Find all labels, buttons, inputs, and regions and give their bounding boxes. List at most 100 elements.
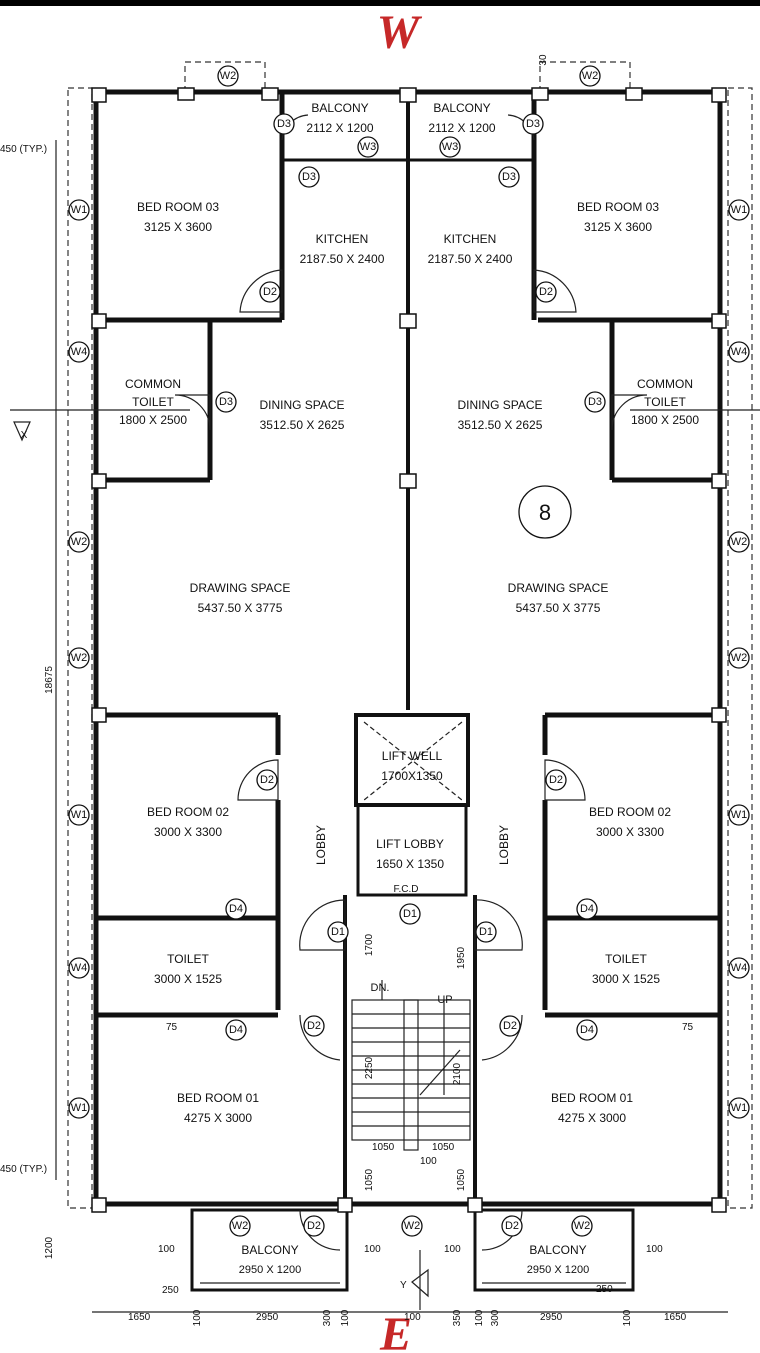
dim-1050-b: 1050 [432, 1142, 455, 1153]
tag-w4: W4 [728, 957, 750, 979]
svg-text:D4: D4 [229, 1024, 243, 1036]
tag-d4: D4 [576, 1019, 598, 1041]
room-bed03-left-size: 3125 X 3600 [144, 220, 212, 234]
room-bed03-right-name: BED ROOM 03 [577, 200, 659, 214]
tag-w4: W4 [728, 341, 750, 363]
room-bed03-left-name: BED ROOM 03 [137, 200, 219, 214]
room-ctoilet-left-name2: TOILET [132, 395, 174, 409]
room-balcony-tl-name: BALCONY [311, 101, 368, 115]
room-ctoilet-right-name2: TOILET [644, 395, 686, 409]
room-bed01-right-name: BED ROOM 01 [551, 1091, 633, 1105]
bottom-balconies [190, 1208, 635, 1292]
svg-text:D1: D1 [331, 926, 345, 938]
tag-w2: W2 [68, 531, 90, 553]
svg-text:W1: W1 [71, 204, 88, 216]
svg-text:W3: W3 [442, 141, 459, 153]
room-liftwell-name: LIFT WELL [382, 749, 443, 763]
svg-text:D3: D3 [302, 171, 316, 183]
room-bed01-left-size: 4275 X 3000 [184, 1111, 252, 1125]
tag-d2: D2 [259, 281, 281, 303]
tag-w2: W2 [68, 647, 90, 669]
svg-text:D2: D2 [263, 286, 277, 298]
dim-2100: 2100 [452, 1062, 463, 1085]
dim-100-center: 100 [404, 1312, 421, 1323]
tag-d2: D2 [545, 769, 567, 791]
tag-w1: W1 [68, 804, 90, 826]
room-ctoilet-right-size: 1800 X 2500 [631, 413, 699, 427]
dim-100-b3: 100 [474, 1309, 485, 1326]
section-y: Y [400, 1280, 407, 1291]
section-markers: X Y [10, 409, 760, 1310]
dim-1050-a: 1050 [372, 1142, 395, 1153]
dim-100-stair: 100 [420, 1156, 437, 1167]
room-kitchen-left-name: KITCHEN [316, 232, 369, 246]
room-balcony-bl-name: BALCONY [241, 1243, 298, 1257]
tag-d2: D2 [303, 1015, 325, 1037]
room-balcony-br-name: BALCONY [529, 1243, 586, 1257]
svg-text:W1: W1 [731, 1102, 748, 1114]
room-ctoilet-right-name1: COMMON [637, 377, 693, 391]
tag-w2: W2 [401, 1215, 423, 1237]
room-bed02-right-size: 3000 X 3300 [596, 825, 664, 839]
dim-250-right: 250 [596, 1284, 613, 1295]
tag-d2: D2 [535, 281, 557, 303]
dim-300-right: 300 [490, 1309, 501, 1326]
svg-text:W1: W1 [71, 809, 88, 821]
dim-1050-d: 1050 [456, 1168, 467, 1191]
tag-d3: D3 [273, 113, 295, 135]
tag-d1: D1 [399, 903, 421, 925]
dim-100-b1: 100 [192, 1309, 203, 1326]
tag-d1: D1 [475, 921, 497, 943]
svg-text:D2: D2 [549, 774, 563, 786]
room-lobby-left: LOBBY [314, 825, 328, 865]
dim-350: 350 [452, 1309, 463, 1326]
dim-1050-c: 1050 [364, 1168, 375, 1191]
top-border-bar [0, 0, 760, 6]
tag-d4: D4 [225, 1019, 247, 1041]
room-dining-right-size: 3512.50 X 2625 [458, 418, 543, 432]
svg-text:W2: W2 [582, 70, 599, 82]
dim-typ-bottom: 450 (TYP.) [0, 1164, 47, 1175]
tag-w2: W2 [728, 647, 750, 669]
tag-w2: W2 [579, 65, 601, 87]
room-toilet-left-name: TOILET [167, 952, 209, 966]
tag-d2: D2 [499, 1015, 521, 1037]
room-labels: BED ROOM 03 3125 X 3600 BED ROOM 03 3125… [119, 101, 699, 1276]
dim-30-top: 30 [538, 54, 549, 66]
dim-1650-right: 1650 [664, 1312, 687, 1323]
dim-100-bc-l: 100 [364, 1244, 381, 1255]
dim-100-bl: 100 [158, 1244, 175, 1255]
dim-100-bc-r: 100 [444, 1244, 461, 1255]
svg-text:D2: D2 [505, 1220, 519, 1232]
room-toilet-left-size: 3000 X 1525 [154, 972, 222, 986]
svg-text:W1: W1 [731, 204, 748, 216]
room-bed02-right-name: BED ROOM 02 [589, 805, 671, 819]
svg-text:W2: W2 [731, 652, 748, 664]
room-dining-left-name: DINING SPACE [259, 398, 344, 412]
svg-text:W2: W2 [71, 536, 88, 548]
room-balcony-br-size: 2950 X 1200 [527, 1264, 589, 1276]
svg-text:D1: D1 [479, 926, 493, 938]
dim-1950: 1950 [456, 946, 467, 969]
tag-w1: W1 [728, 199, 750, 221]
tag-d1: D1 [327, 921, 349, 943]
room-bed03-right-size: 3125 X 3600 [584, 220, 652, 234]
dim-1200: 1200 [44, 1236, 55, 1259]
tag-d3: D3 [298, 166, 320, 188]
section-x: X [21, 430, 28, 441]
tag-d4: D4 [225, 898, 247, 920]
svg-text:D3: D3 [502, 171, 516, 183]
dim-100-b2: 100 [340, 1309, 351, 1326]
svg-text:W2: W2 [232, 1220, 249, 1232]
room-toilet-right-name: TOILET [605, 952, 647, 966]
svg-text:W1: W1 [731, 809, 748, 821]
svg-text:W2: W2 [220, 70, 237, 82]
svg-text:D1: D1 [403, 908, 417, 920]
room-liftlobby-size: 1650 X 1350 [376, 857, 444, 871]
tag-w2: W2 [217, 65, 239, 87]
tag-w1: W1 [728, 804, 750, 826]
svg-text:D3: D3 [277, 118, 291, 130]
tag-w1: W1 [68, 199, 90, 221]
room-ctoilet-left-size: 1800 X 2500 [119, 413, 187, 427]
